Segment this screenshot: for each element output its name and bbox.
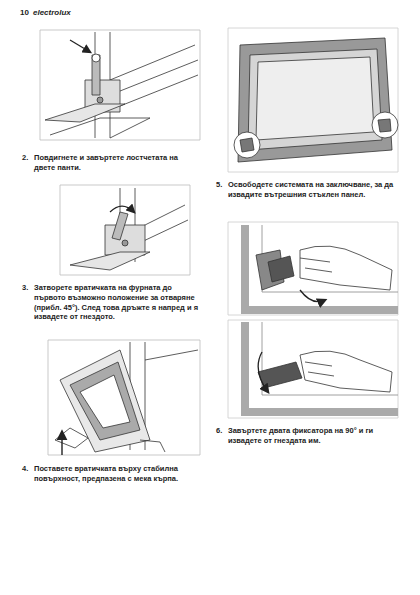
step-text: Освободете системата на заключване, за д…	[228, 180, 398, 200]
page-number: 10	[20, 8, 29, 18]
hinge-figure-1	[40, 30, 200, 140]
step-number: 3.	[22, 283, 28, 293]
step-text: Затворете вратичката на фурната до първо…	[34, 283, 200, 322]
brand-logo: electrolux	[33, 8, 93, 18]
step-number: 6.	[216, 426, 222, 436]
step-number: 2.	[22, 153, 28, 163]
step-number: 5.	[216, 180, 222, 190]
step-text: Поставете вратичката върху стабилна повъ…	[34, 464, 200, 484]
step-text: Повдигнете и завъртете лостчетата на две…	[34, 153, 200, 173]
step-number: 4.	[22, 464, 28, 474]
lock-figure-2	[228, 320, 398, 418]
lock-figure-1	[228, 222, 398, 315]
hinge-figure-2	[60, 185, 190, 275]
glass-panel-figure	[228, 28, 398, 172]
step-text: Завъртете двата фиксатора на 90° и ги из…	[228, 426, 398, 446]
door-removal-figure	[48, 340, 200, 455]
